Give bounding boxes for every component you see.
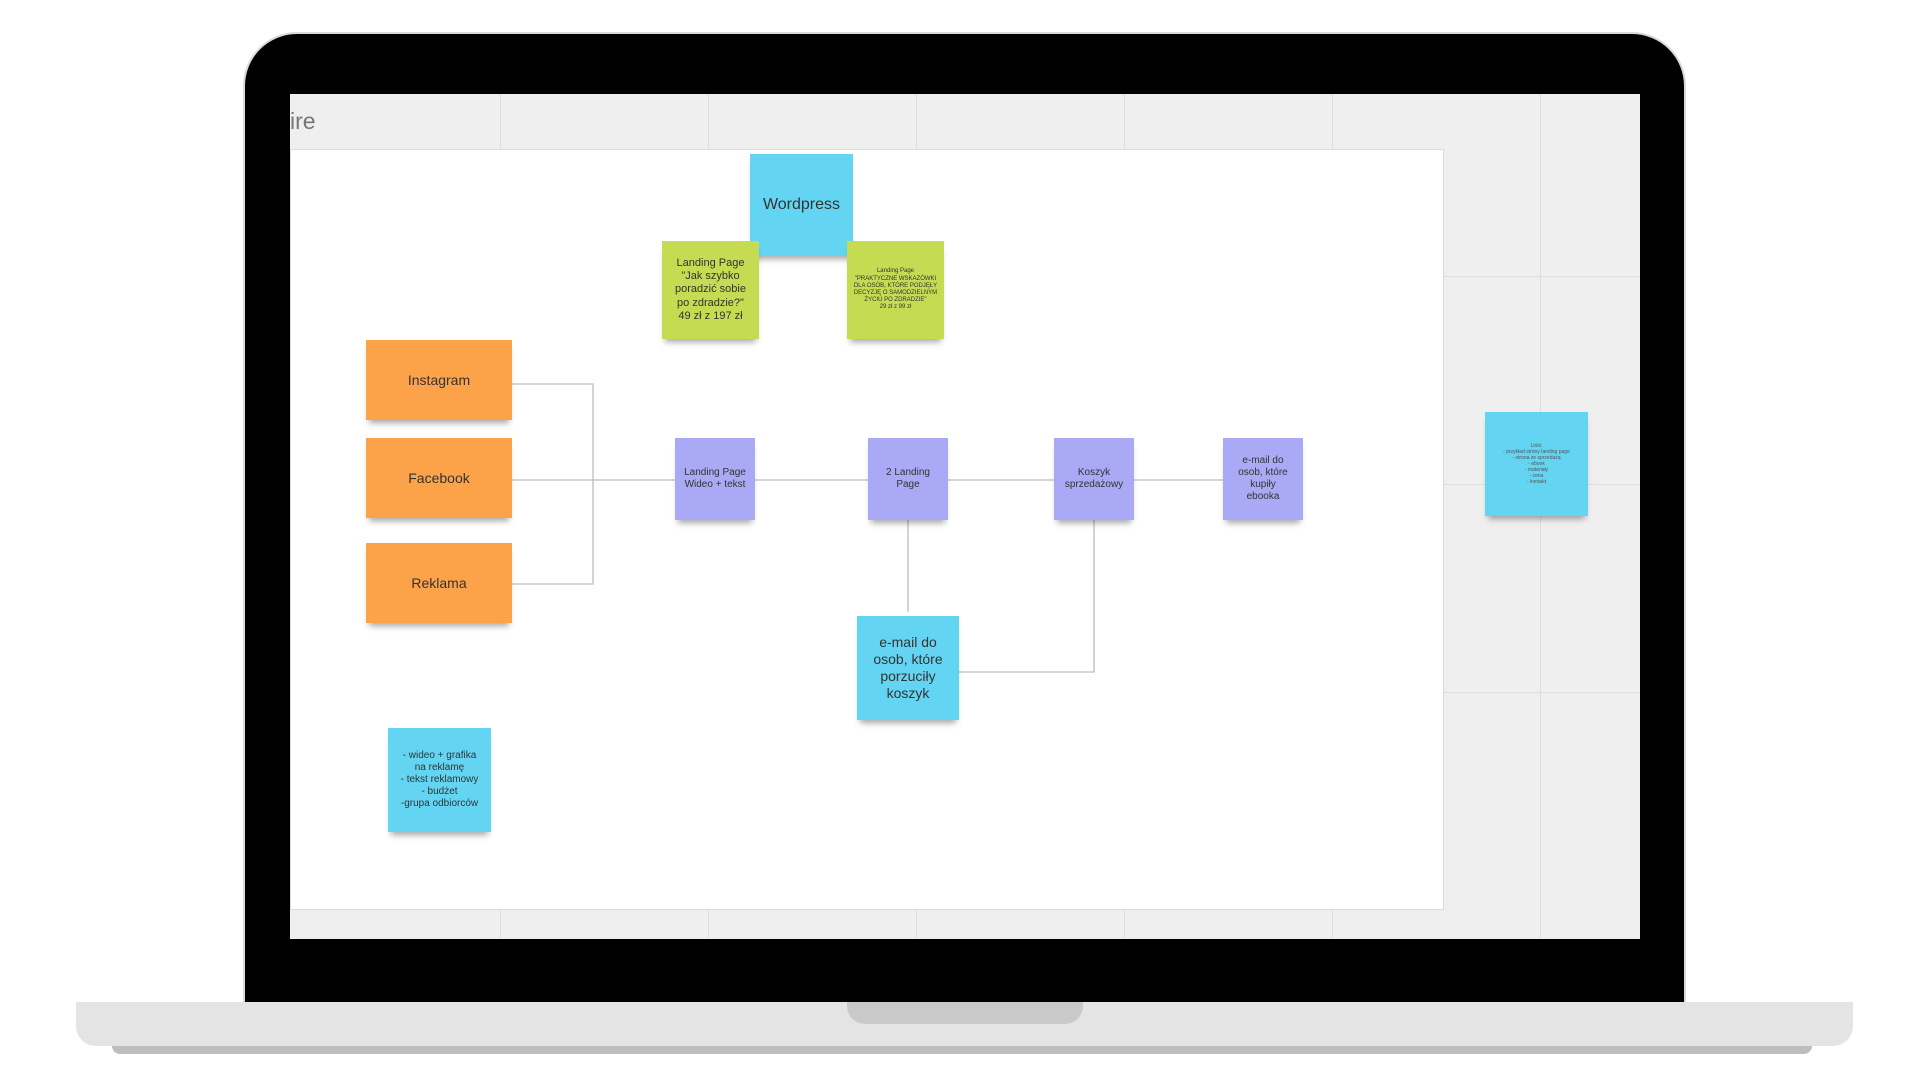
sticky-koszyk[interactable]: Koszyk sprzedażowy <box>1054 438 1134 520</box>
grid-line <box>1540 94 1541 939</box>
sticky-landing-left[interactable]: Landing Page "Jak szybko poradzić sobie … <box>662 241 759 339</box>
sticky-email-bought[interactable]: e-mail do osob, które kupiły ebooka <box>1223 438 1303 520</box>
laptop-base-shadow <box>112 1046 1812 1054</box>
sticky-instagram[interactable]: Instagram <box>366 340 512 420</box>
laptop-notch <box>847 1002 1083 1024</box>
sticky-landing-video[interactable]: Landing Page Wideo + tekst <box>675 438 755 520</box>
sticky-email-abandoned[interactable]: e-mail do osob, które porzuciły koszyk <box>857 616 959 720</box>
sticky-ad-notes[interactable]: - wideo + grafika na reklamę - tekst rek… <box>388 728 491 832</box>
whiteboard-canvas[interactable]: ire Wordpress Landing Page "Jak szybko p… <box>290 94 1640 939</box>
sticky-wordpress[interactable]: Wordpress <box>750 154 853 256</box>
frame-title[interactable]: ire <box>290 108 316 134</box>
sticky-facebook[interactable]: Facebook <box>366 438 512 518</box>
sticky-landing-right[interactable]: Landing Page "PRAKTYCZNE WSKAZÓWKI DLA O… <box>847 241 944 339</box>
sticky-side-note[interactable]: Linki: - przykład strony landing page - … <box>1485 412 1588 516</box>
sticky-reklama[interactable]: Reklama <box>366 543 512 623</box>
sticky-landing-2[interactable]: 2 Landing Page <box>868 438 948 520</box>
